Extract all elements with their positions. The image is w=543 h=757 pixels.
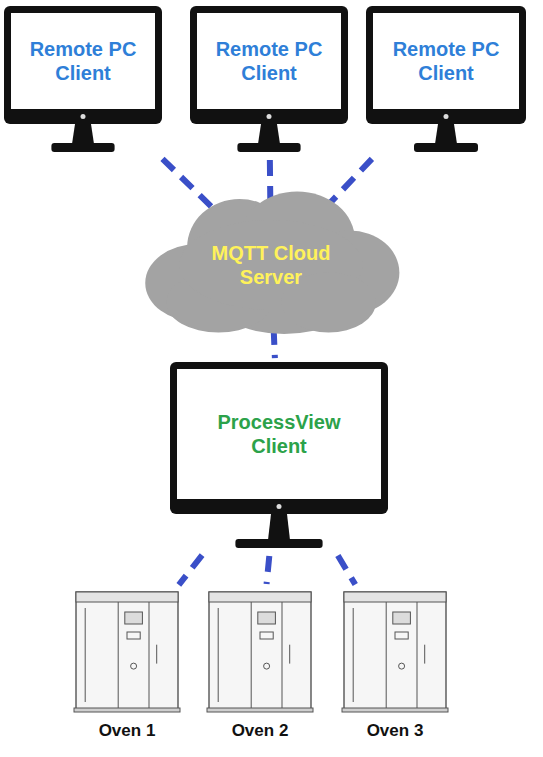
oven-node: Oven 1 — [72, 588, 182, 748]
power-dot — [444, 114, 449, 119]
monitor-bezel — [366, 6, 526, 124]
monitor-node: Remote PC Client — [190, 6, 348, 156]
oven-node: Oven 2 — [205, 588, 315, 748]
oven-node: Oven 3 — [340, 588, 450, 748]
cloud-outline — [145, 192, 399, 335]
power-dot — [267, 114, 272, 119]
client-label: ProcessView Client — [209, 410, 349, 458]
monitor-base — [51, 143, 114, 152]
server-label: MQTT Cloud Server — [204, 241, 339, 289]
monitor-neck — [258, 124, 280, 144]
monitor-node: Remote PC Client — [366, 6, 526, 156]
text-holder: Oven 1 — [62, 714, 192, 748]
text-holder: Oven 2 — [195, 714, 325, 748]
client-label: Remote PC Client — [23, 37, 143, 85]
oven-illustration — [74, 592, 180, 712]
cloud-node: MQTT Cloud Server — [140, 190, 402, 340]
text-holder: Remote PC Client — [199, 15, 339, 107]
monitor-bezel — [190, 6, 348, 124]
network-link — [338, 555, 355, 584]
monitor-base — [414, 143, 478, 152]
oven-label: Oven 2 — [232, 721, 289, 741]
network-link — [267, 160, 273, 201]
monitor-base — [237, 143, 300, 152]
power-dot — [81, 114, 86, 119]
monitor-neck — [435, 124, 457, 144]
text-holder: Remote PC Client — [13, 15, 153, 107]
client-label: Remote PC Client — [386, 37, 506, 85]
oven-illustration — [342, 592, 448, 712]
monitor-screen — [177, 369, 381, 499]
monitor-screen — [373, 13, 519, 109]
monitor-base — [235, 539, 322, 548]
monitor-node: Remote PC Client — [4, 6, 162, 156]
oven-label: Oven 3 — [367, 721, 424, 741]
cloud-shape — [140, 190, 402, 340]
monitor-neck — [268, 514, 290, 540]
monitor-screen — [11, 13, 155, 109]
client-label: Remote PC Client — [209, 37, 329, 85]
text-holder: ProcessView Client — [179, 371, 379, 497]
monitor-bezel — [4, 6, 162, 124]
text-holder: Oven 3 — [330, 714, 460, 748]
monitor-screen — [197, 13, 341, 109]
monitor-node: ProcessView Client — [170, 362, 388, 552]
monitor-bezel — [170, 362, 388, 514]
oven-label: Oven 1 — [99, 721, 156, 741]
oven-illustration — [207, 592, 313, 712]
network-link — [179, 555, 202, 585]
monitor-neck — [72, 124, 94, 144]
text-holder: Remote PC Client — [375, 15, 517, 107]
power-dot — [277, 504, 282, 509]
network-link — [267, 556, 270, 584]
text-holder: MQTT Cloud Server — [140, 190, 402, 340]
network-link — [162, 159, 214, 210]
